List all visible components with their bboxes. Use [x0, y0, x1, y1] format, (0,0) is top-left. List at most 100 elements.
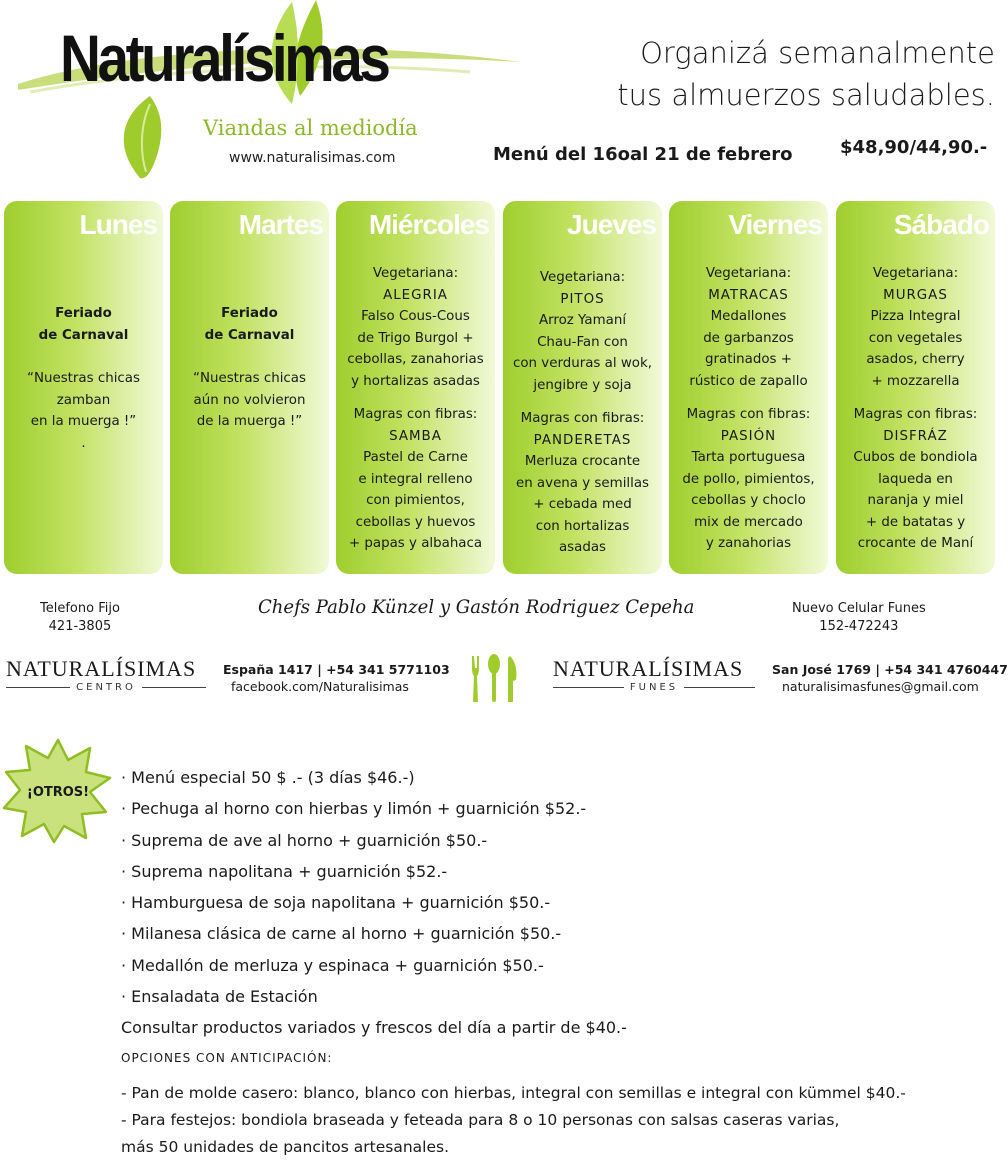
quote-line: aún no volvieron: [193, 392, 306, 408]
veg-desc-line: de garbanzos: [703, 330, 794, 346]
brand-url[interactable]: www.naturalisimas.com: [229, 150, 396, 166]
magra-desc-line: cebollas y choclo: [691, 493, 806, 508]
quote-line: “Nuestras chicas: [27, 371, 140, 386]
quote-line: .: [81, 435, 86, 451]
magra-label: Magras con fibras:: [353, 407, 478, 422]
magra-desc-line: e integral relleno: [358, 471, 473, 487]
veg-label: Vegetariana:: [539, 270, 626, 285]
day-title: Viernes: [728, 209, 823, 240]
feriado-line: de Carnaval: [204, 327, 295, 343]
store-branch: CENTRO: [6, 682, 206, 693]
veg-dish-name: MATRACAS: [708, 287, 789, 303]
mobile-phone-label: Nuevo Celular Funes: [792, 601, 926, 616]
feriado-line: Feriado: [221, 306, 278, 321]
day-title: Jueves: [567, 209, 657, 240]
day-column-miercoles: Miércoles Vegetariana: ALEGRIA Falso Cou…: [336, 201, 495, 574]
veg-desc-line: Falso Cous-Cous: [361, 309, 470, 324]
magra-desc-line: Cubos de bondiola: [853, 450, 978, 465]
veg-desc-line: + mozzarella: [871, 373, 960, 389]
day-title: Lunes: [79, 209, 158, 240]
store-branch-label: FUNES: [629, 682, 679, 693]
brand-name: Naturalísimas: [60, 21, 391, 95]
magra-desc-line: Pastel de Carne: [363, 450, 468, 465]
day-column-lunes: Lunes Feriado de Carnaval “Nuestras chic…: [4, 201, 163, 574]
store-facebook[interactable]: facebook.com/Naturalisimas: [231, 679, 409, 694]
star-burst-icon: [2, 738, 112, 844]
magra-desc-line: + de batatas y: [865, 514, 966, 530]
mobile-phone-number[interactable]: 152-472243: [819, 619, 899, 634]
magra-desc-line: y zanahorias: [705, 536, 792, 551]
store-funes-logo: NATURALÍSIMAS FUNES: [553, 656, 755, 693]
magra-desc-line: + papas y albahaca: [348, 536, 483, 551]
veg-desc-line: Chau-Fan con: [537, 334, 628, 350]
magra-dish-name: PASIÓN: [720, 428, 777, 444]
veg-desc-line: gratinados +: [704, 352, 793, 367]
veg-desc-line: Medallones: [710, 309, 787, 324]
logo-leaf-art: [18, 0, 520, 179]
veg-label: Vegetariana:: [372, 266, 459, 281]
magra-desc-line: Tarta portuguesa: [691, 450, 806, 465]
anticipacion-list: - Pan de molde casero: blanco, blanco co…: [121, 1080, 906, 1161]
otros-badge: ¡OTROS!: [2, 738, 112, 844]
headline: Organizá semanalmente tus almuerzos salu…: [575, 32, 995, 116]
list-item: - Para festejos: bondiola braseada y fet…: [121, 1111, 840, 1129]
magra-dish-name: PANDERETAS: [533, 432, 632, 448]
list-item: Consultar productos variados y frescos d…: [121, 1018, 627, 1038]
list-item: · Suprema de ave al horno + guarnición $…: [121, 830, 488, 850]
list-item: · Medallón de merluza y espinaca + guarn…: [121, 955, 544, 975]
store-email[interactable]: naturalisimasfunes@gmail.com: [782, 679, 979, 694]
magra-desc-line: naranja y miel: [867, 493, 964, 508]
otros-list: · Menú especial 50 $ .- (3 días $46.-) ·…: [121, 762, 627, 1044]
magra-desc-line: de pollo, pimientos,: [682, 471, 815, 487]
store-branch-label: CENTRO: [76, 682, 136, 693]
magra-dish-name: SAMBA: [389, 428, 442, 444]
magra-dish-name: DISFRÁZ: [883, 428, 948, 444]
magra-desc-line: Merluza crocante: [524, 454, 641, 469]
store-address: San José 1769 | +54 341 4760447: [772, 662, 1008, 677]
day-column-martes: Martes Feriado de Carnaval “Nuestras chi…: [170, 201, 329, 574]
fixed-phone-label: Telefono Fijo: [40, 601, 120, 616]
magra-desc-line: asadas: [558, 540, 607, 555]
list-item: más 50 unidades de pancitos artesanales.: [121, 1138, 449, 1156]
day-content: Feriado de Carnaval “Nuestras chicas zam…: [4, 303, 163, 454]
day-content: Vegetariana: PITOS Arroz Yamaní Chau-Fan…: [503, 267, 662, 559]
day-title: Sábado: [893, 209, 990, 240]
veg-desc-line: asados, cherry: [866, 352, 965, 367]
list-item: · Milanesa clásica de carne al horno + g…: [121, 924, 562, 944]
day-content: Feriado de Carnaval “Nuestras chicas aún…: [170, 303, 329, 433]
list-item: - Pan de molde casero: blanco, blanco co…: [121, 1084, 906, 1102]
veg-desc-line: Pizza Integral: [870, 309, 961, 324]
store-branch: FUNES: [553, 682, 755, 693]
menu-price: $48,90/44,90.-: [840, 137, 988, 158]
feriado-line: de Carnaval: [38, 327, 129, 343]
veg-dish-name: MURGAS: [883, 287, 948, 303]
quote-line: zamban: [56, 392, 111, 408]
anticipacion-title: OPCIONES CON ANTICIPACIÓN:: [121, 1051, 333, 1065]
quote-line: en la muerga !”: [30, 414, 137, 429]
veg-desc-line: jengibre y soja: [533, 377, 632, 393]
store-centro-contact: España 1417 | +54 341 5771103 facebook.c…: [223, 661, 450, 695]
day-title: Miércoles: [368, 209, 490, 240]
brand-tagline: Viandas al mediodía: [203, 116, 418, 140]
store-address: España 1417 | +54 341 5771103: [223, 662, 450, 677]
day-content: Vegetariana: MURGAS Pizza Integral con v…: [836, 263, 995, 555]
cutlery-icon: [472, 654, 517, 702]
magra-desc-line: con pimientos,: [366, 493, 465, 508]
list-item: · Menú especial 50 $ .- (3 días $46.-): [121, 768, 415, 787]
menu-dates: Menú del 16oal 21 de febrero: [493, 144, 793, 165]
veg-desc-line: cebollas, zanahorias: [347, 352, 484, 367]
store-centro-logo: NATURALÍSIMAS CENTRO: [6, 656, 206, 693]
magra-label: Magras con fibras:: [686, 407, 811, 422]
otros-badge-label: ¡OTROS!: [27, 785, 89, 800]
veg-desc-line: y hortalizas asadas: [351, 373, 480, 389]
list-item: · Hamburguesa de soja napolitana + guarn…: [121, 893, 551, 913]
magra-label: Magras con fibras:: [520, 411, 645, 426]
day-content: Vegetariana: ALEGRIA Falso Cous-Cous de …: [336, 263, 495, 555]
fixed-phone-number[interactable]: 421-3805: [48, 619, 112, 634]
day-column-sabado: Sábado Vegetariana: MURGAS Pizza Integra…: [836, 201, 995, 574]
mobile-phone: Nuevo Celular Funes 152-472243: [792, 600, 926, 636]
list-item: · Suprema napolitana + guarnición $52.-: [121, 861, 448, 881]
veg-label: Vegetariana:: [705, 266, 792, 281]
store-name: NATURALÍSIMAS: [6, 656, 197, 681]
magra-desc-line: cebollas y huevos: [355, 514, 476, 530]
